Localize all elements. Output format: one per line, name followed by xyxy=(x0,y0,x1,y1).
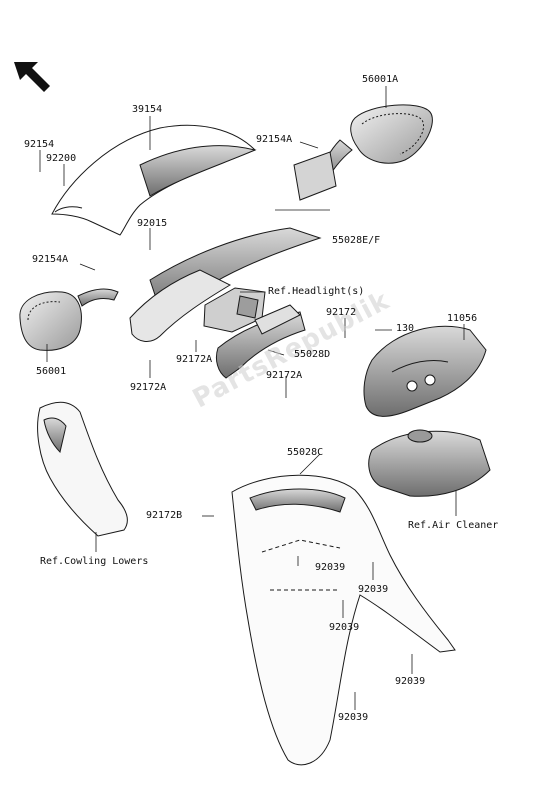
label-92039-a: 92039 xyxy=(315,562,346,573)
label-56001a: 56001A xyxy=(362,74,399,85)
label-56001: 56001 xyxy=(36,366,67,377)
label-ref-headlight: Ref.Headlight(s) xyxy=(268,286,365,297)
label-92200: 92200 xyxy=(46,153,77,164)
air-cleaner-body-part xyxy=(368,429,491,497)
label-92172a-mid: 92172A xyxy=(176,354,213,365)
label-92172a-right: 92172A xyxy=(266,370,303,381)
air-duct-part xyxy=(363,325,487,417)
label-55028d: 55028D xyxy=(294,349,331,360)
label-92039-d: 92039 xyxy=(395,676,426,687)
label-92039-c: 92039 xyxy=(329,622,360,633)
mirror-left-part xyxy=(19,288,119,351)
label-92154: 92154 xyxy=(24,139,55,150)
direction-arrow-icon xyxy=(14,62,50,92)
inner-panel-part xyxy=(215,304,306,379)
label-130: 130 xyxy=(396,323,415,334)
label-55028c: 55028C xyxy=(287,447,324,458)
label-39154: 39154 xyxy=(132,104,163,115)
label-ref-cowling-lowers: Ref.Cowling Lowers xyxy=(40,556,149,567)
label-11056: 11056 xyxy=(447,313,478,324)
side-fairing-part xyxy=(231,474,456,766)
label-92172a-left: 92172A xyxy=(130,382,167,393)
label-92154a-left: 92154A xyxy=(32,254,69,265)
label-92015: 92015 xyxy=(137,218,168,229)
windshield-part xyxy=(51,124,257,236)
upper-inner-cowl-part xyxy=(129,227,322,342)
label-92172-right: 92172 xyxy=(326,307,357,318)
label-55028ef: 55028E/F xyxy=(332,235,381,246)
label-92154a-top: 92154A xyxy=(256,134,293,145)
leader-lines xyxy=(39,86,465,710)
mirror-right-part xyxy=(293,104,433,201)
label-92039-e: 92039 xyxy=(338,712,369,723)
cowling-lower-part xyxy=(37,401,128,537)
label-92172b: 92172B xyxy=(146,510,183,521)
label-92039-b: 92039 xyxy=(358,584,389,595)
label-ref-air-cleaner: Ref.Air Cleaner xyxy=(408,520,499,531)
headlight-bracket-part xyxy=(203,287,266,333)
